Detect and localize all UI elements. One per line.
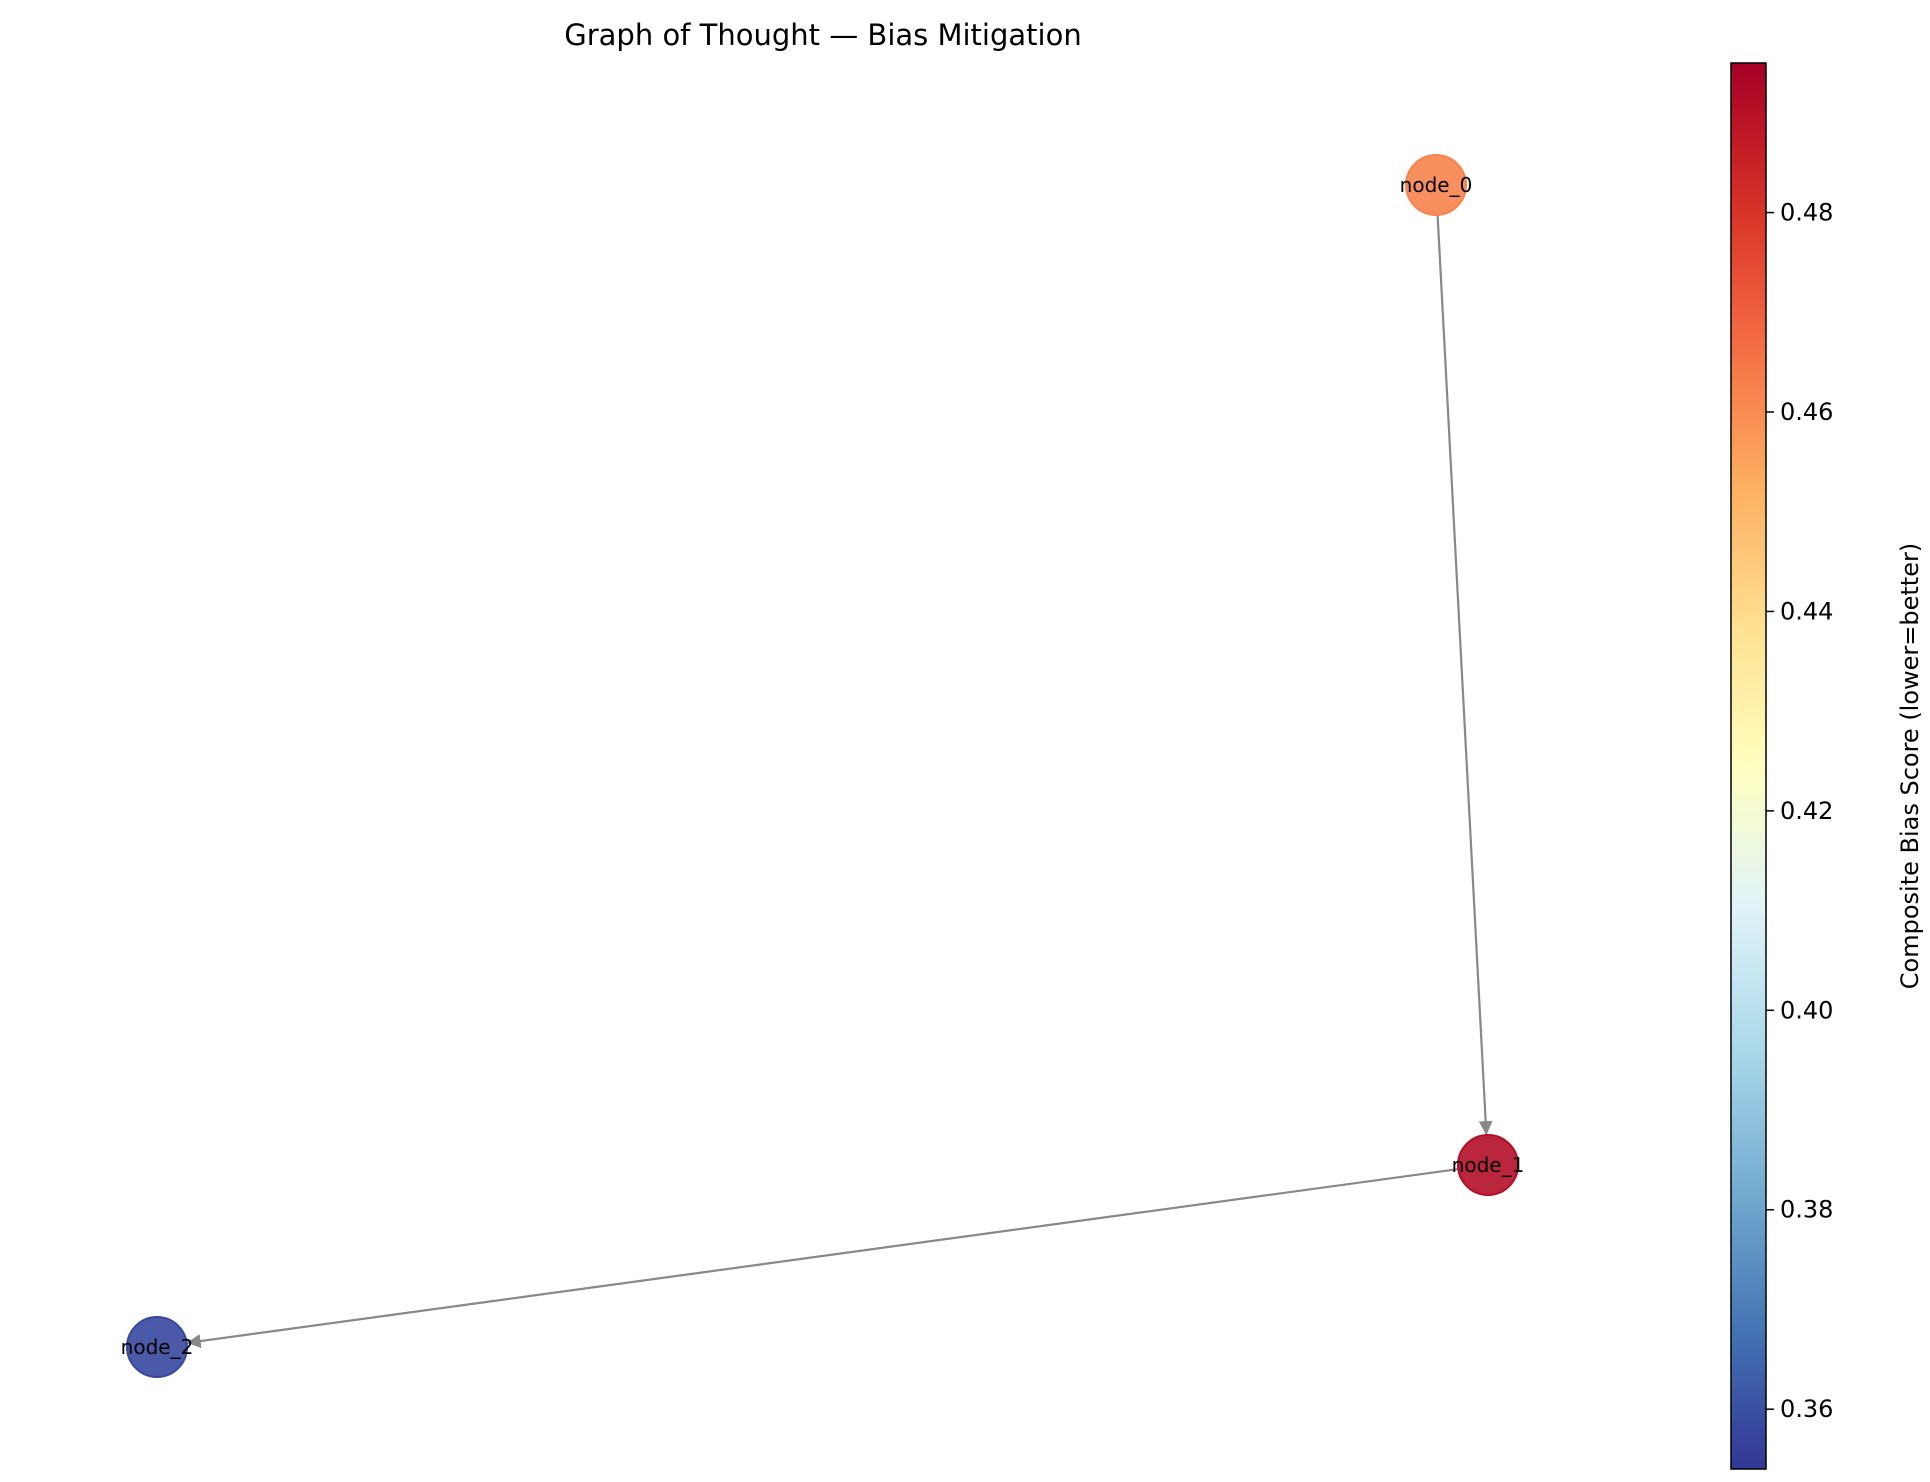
colorbar-tick-label: 0.40 bbox=[1780, 996, 1833, 1024]
node-label: node_2 bbox=[121, 1335, 194, 1359]
node-label: node_1 bbox=[1452, 1153, 1525, 1177]
chart-title: Graph of Thought — Bias Mitigation bbox=[564, 18, 1081, 52]
colorbar-ticks: 0.36 0.38 0.40 0.42 0.44 0.46 0.48 bbox=[1766, 199, 1833, 1423]
colorbar-tick-label: 0.42 bbox=[1780, 797, 1833, 825]
graph-node-node_0: node_0 bbox=[1400, 154, 1473, 216]
edges-layer bbox=[186, 214, 1493, 1348]
colorbar-tick-label: 0.44 bbox=[1780, 597, 1833, 625]
edge-node_0-to-node_1 bbox=[1436, 214, 1493, 1136]
colorbar-tick-label: 0.46 bbox=[1780, 398, 1833, 426]
node-circle bbox=[126, 1316, 188, 1378]
colorbar-tick-label: 0.38 bbox=[1780, 1196, 1833, 1224]
colorbar: 0.36 0.38 0.40 0.42 0.44 0.46 0.48 Composite B… bbox=[1730, 62, 1924, 1470]
nodes-layer: node_0 node_1 node_2 bbox=[121, 154, 1525, 1378]
node-circle bbox=[1457, 1134, 1519, 1196]
node-circle bbox=[1405, 154, 1467, 216]
edge-node_1-to-node_2 bbox=[186, 1167, 1459, 1348]
node-label: node_0 bbox=[1400, 173, 1473, 197]
graph-node-node_1: node_1 bbox=[1452, 1134, 1525, 1196]
graph-node-node_2: node_2 bbox=[121, 1316, 194, 1378]
colorbar-tick-label: 0.48 bbox=[1780, 199, 1833, 227]
colorbar-label: Composite Bias Score (lower=better) bbox=[1896, 543, 1924, 989]
colorbar-tick-label: 0.36 bbox=[1780, 1395, 1833, 1423]
colorbar-gradient bbox=[1730, 62, 1767, 1470]
